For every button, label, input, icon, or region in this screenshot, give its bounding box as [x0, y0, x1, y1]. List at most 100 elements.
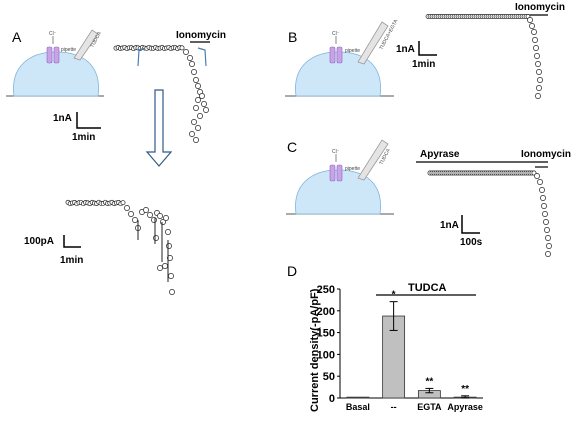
panel-a-pipette-label: pipette	[61, 47, 76, 53]
trace-point	[163, 215, 169, 221]
panel-b-pipette-label: pipette	[345, 48, 360, 54]
panel-c-pipette-label: pipette	[345, 166, 360, 172]
trace-point	[536, 69, 542, 75]
trace-point	[540, 195, 546, 201]
panel-c-ionomycin-label: Ionomycin	[521, 149, 571, 160]
panel-c-channel-left	[329, 164, 336, 182]
panel-c-apyrase-label: Apyrase	[420, 149, 460, 160]
trace-point	[193, 77, 199, 83]
trace-point	[165, 229, 171, 235]
panel-c-channel-right	[336, 164, 343, 182]
trace-point	[143, 207, 149, 213]
panel-a-cl-label: Cl⁻	[49, 31, 57, 37]
chart-category-label: Basal	[346, 402, 370, 412]
chart-y-tick-label: 100	[317, 349, 335, 361]
trace-point	[201, 101, 207, 107]
chart-y-tick-label: 200	[317, 306, 335, 318]
trace-point	[195, 125, 201, 131]
panel-a-zoomed-trace	[65, 199, 175, 295]
panel-c-current-trace	[427, 170, 552, 257]
chart-significance-label: **	[461, 384, 469, 395]
chart-category-label: --	[391, 402, 397, 412]
panel-a-zoom-bracket-left	[137, 47, 146, 67]
panel-a-pipette	[73, 29, 99, 61]
panel-c-scale-x-label: 100s	[460, 237, 483, 248]
panel-d-letter: D	[287, 263, 297, 279]
trace-point	[195, 83, 201, 89]
chart-y-axis-label: Current density(-pA/pF)	[309, 288, 321, 412]
chart-y-tick-label: 250	[317, 284, 335, 296]
trace-point	[191, 119, 197, 125]
trace-point	[535, 93, 541, 99]
panel-a-zoom-arrow-icon	[145, 89, 173, 167]
trace-point	[120, 200, 126, 206]
trace-point	[536, 85, 542, 91]
trace-point	[153, 235, 159, 241]
panel-a-letter: A	[12, 29, 22, 45]
panel-a-current-trace	[113, 44, 209, 143]
panel-a-zoom-scale-bar	[63, 235, 81, 248]
trace-point	[533, 45, 539, 51]
chart-y-tick-label: 150	[317, 328, 335, 340]
panel-b-cell-schematic: Cl⁻ pipette TUDCA+EGTA	[285, 18, 400, 97]
trace-point	[193, 137, 199, 143]
trace-point	[529, 23, 535, 29]
panel-b-channel-left	[329, 46, 336, 64]
trace-point	[169, 289, 175, 295]
trace-point	[534, 53, 540, 59]
panel-a-cell-schematic: Cl⁻ pipette TUDCA	[6, 29, 104, 97]
panel-a-zoom-scale-y-label: 100pA	[24, 236, 54, 247]
panel-b-ionomycin-label: Ionomycin	[515, 2, 565, 13]
panel-c-pipette	[357, 139, 389, 181]
panel-a-zoom-scale-x-label: 1min	[60, 255, 83, 266]
trace-point	[542, 211, 548, 217]
trace-point	[197, 113, 203, 119]
panel-c-scale-y-label: 1nA	[440, 220, 459, 231]
panel-a-channel-left	[46, 46, 53, 64]
panel-c-scale-bar	[461, 215, 480, 234]
trace-point	[128, 211, 134, 217]
panel-a-scale-y-label: 1nA	[53, 113, 72, 124]
trace-point	[189, 131, 195, 137]
panel-b-scale-x-label: 1min	[412, 59, 435, 70]
chart-significance-label: **	[425, 376, 433, 387]
trace-point	[539, 187, 545, 193]
chart-group-label: TUDCA	[408, 282, 447, 294]
panel-b-cl-label: Cl⁻	[332, 31, 340, 37]
chart-category-label: Apyrase	[447, 402, 483, 412]
trace-point	[545, 235, 551, 241]
panel-a-scale-bar	[76, 112, 101, 129]
trace-point	[193, 105, 199, 111]
trace-point	[546, 243, 552, 249]
panel-a-channel-right	[53, 46, 60, 64]
trace-point	[203, 107, 209, 113]
panel-b-scale-y-label: 1nA	[396, 44, 415, 55]
trace-point	[168, 273, 174, 279]
panel-b-channel-right	[336, 46, 343, 64]
panel-c: C Cl⁻ pipette TUDCA Apyrase Ionomycin 1n…	[286, 139, 571, 257]
trace-point	[162, 263, 168, 269]
trace-point	[544, 227, 550, 233]
trace-point	[132, 217, 138, 223]
panel-a-zoom-bracket-right	[197, 47, 207, 67]
trace-point	[167, 255, 173, 261]
trace-point	[535, 61, 541, 67]
trace-point	[124, 205, 130, 211]
trace-point	[543, 219, 549, 225]
panel-c-letter: C	[287, 139, 297, 155]
trace-point	[527, 17, 533, 23]
trace-point	[545, 251, 551, 257]
panel-b-current-trace	[425, 14, 543, 99]
trace-point	[534, 173, 540, 179]
trace-point	[537, 77, 543, 83]
trace-point	[157, 213, 163, 219]
trace-point	[147, 212, 153, 218]
trace-point	[179, 45, 185, 51]
panel-c-cell-schematic: Cl⁻ pipette TUDCA	[286, 139, 394, 215]
trace-point	[199, 93, 205, 99]
trace-point	[537, 179, 543, 185]
panel-b: B Cl⁻ pipette TUDCA+EGTA Ionomycin 1nA 1…	[285, 2, 565, 99]
trace-point	[191, 69, 197, 75]
